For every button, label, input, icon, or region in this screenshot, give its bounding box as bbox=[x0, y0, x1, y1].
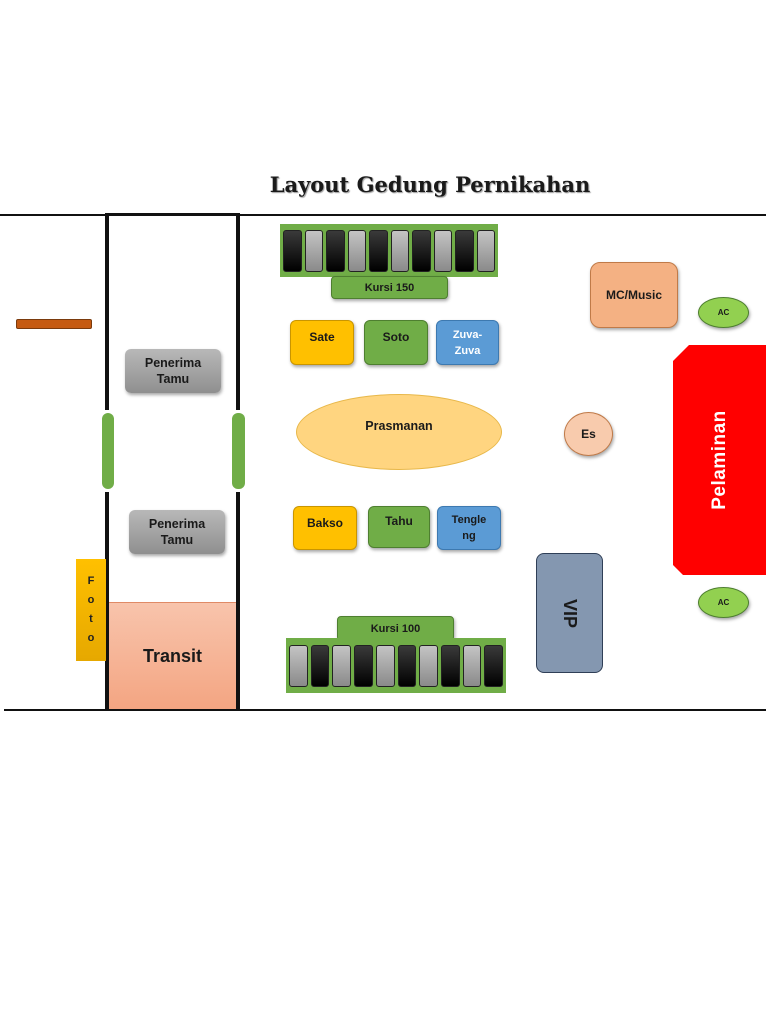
reception-label-line-1: Penerima bbox=[148, 517, 206, 531]
chair bbox=[397, 644, 417, 687]
chair bbox=[326, 229, 345, 272]
page-title: Layout Gedung Pernikahan bbox=[269, 172, 591, 197]
vip-area[interactable]: VIP bbox=[536, 553, 603, 673]
right-door[interactable] bbox=[232, 413, 245, 489]
ice-label: Es bbox=[581, 427, 596, 441]
chair bbox=[455, 229, 474, 272]
stall-bakso[interactable]: Bakso bbox=[293, 506, 357, 550]
chair bbox=[419, 644, 438, 687]
stall-zuva-zuva[interactable]: Zuva- Zuva bbox=[436, 320, 499, 365]
stall-sate[interactable]: Sate bbox=[290, 320, 354, 365]
top-wall bbox=[0, 214, 766, 216]
stall-label-line-1: Tengle bbox=[451, 514, 487, 526]
transit-label: Transit bbox=[142, 645, 203, 666]
stall-soto[interactable]: Soto bbox=[364, 320, 428, 365]
chair bbox=[433, 229, 452, 272]
reception-label-line-2: Tamu bbox=[156, 372, 190, 386]
ac-unit-bottom: AC bbox=[698, 587, 749, 618]
chair bbox=[369, 229, 388, 272]
chair bbox=[476, 229, 495, 272]
chair bbox=[283, 229, 302, 272]
bottom-wall bbox=[4, 709, 766, 711]
chair bbox=[347, 229, 366, 272]
chair bbox=[332, 644, 352, 687]
transit-area[interactable]: Transit bbox=[109, 602, 236, 709]
chair bbox=[484, 644, 504, 687]
stall-tahu[interactable]: Tahu bbox=[368, 506, 430, 548]
reception-desk-2[interactable]: Penerima Tamu bbox=[129, 510, 225, 554]
chair bbox=[412, 229, 431, 272]
ac-unit-top: AC bbox=[698, 297, 749, 328]
outside-bench bbox=[16, 319, 92, 329]
reception-label-line-2: Tamu bbox=[160, 533, 194, 547]
ice-station[interactable]: Es bbox=[564, 412, 613, 456]
mc-label: MC/Music bbox=[605, 288, 662, 302]
buffet-label: Prasmanan bbox=[365, 419, 433, 433]
photo-letter: o bbox=[87, 594, 95, 606]
photo-booth[interactable]: F o t o bbox=[76, 559, 106, 661]
lobby-top-wall bbox=[105, 213, 240, 216]
chair bbox=[375, 644, 395, 687]
buffet-table[interactable]: Prasmanan bbox=[296, 394, 502, 470]
chair bbox=[310, 644, 330, 687]
stall-tengleng[interactable]: Tengle ng bbox=[437, 506, 501, 550]
chair bbox=[289, 644, 308, 687]
stall-label-line-1: Zuva- bbox=[452, 328, 483, 341]
photo-letter: F bbox=[87, 575, 95, 587]
left-door[interactable] bbox=[102, 413, 114, 489]
stage-label: Pelaminan bbox=[708, 410, 730, 510]
vip-label: VIP bbox=[559, 598, 580, 628]
reception-desk-1[interactable]: Penerima Tamu bbox=[125, 349, 221, 393]
stage-pelaminan[interactable]: Pelaminan bbox=[673, 345, 766, 575]
photo-letter: t bbox=[89, 613, 93, 625]
seating-block-bottom[interactable] bbox=[286, 638, 506, 693]
reception-label-line-1: Penerima bbox=[144, 356, 202, 370]
stall-label-line-2: Zuva bbox=[454, 344, 481, 357]
chair bbox=[440, 644, 460, 687]
chair bbox=[354, 644, 373, 687]
seating-block-top[interactable] bbox=[280, 224, 498, 277]
chair bbox=[390, 229, 409, 272]
stall-label-line-2: ng bbox=[462, 530, 476, 542]
chair bbox=[304, 229, 323, 272]
mc-music-area[interactable]: MC/Music bbox=[590, 262, 678, 328]
seating-label-top: Kursi 150 bbox=[331, 276, 448, 299]
photo-letter: o bbox=[87, 632, 95, 644]
chair bbox=[462, 644, 482, 687]
seating-label-bottom: Kursi 100 bbox=[337, 616, 454, 641]
